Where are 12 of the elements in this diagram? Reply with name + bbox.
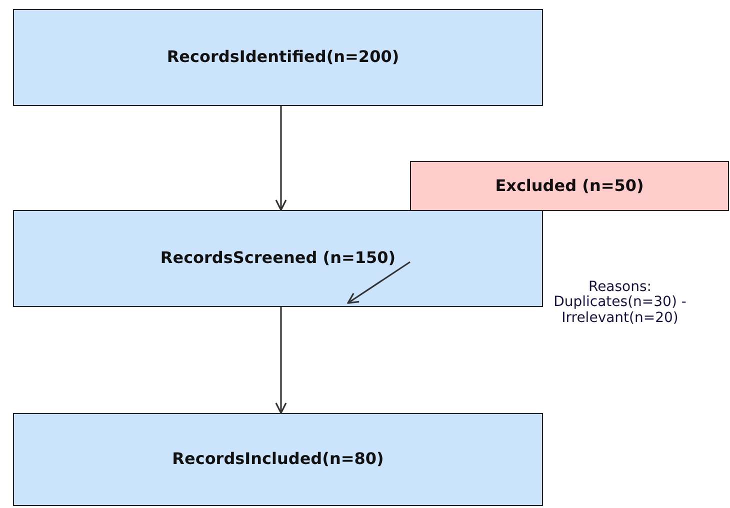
box-label: RecordsIncluded(n=80) <box>172 450 384 469</box>
process-box <box>13 210 543 307</box>
process-box <box>13 9 543 106</box>
arrow <box>347 261 410 304</box>
box-label: Excluded (n=50) <box>495 176 644 196</box>
arrow <box>275 106 287 211</box>
process-box <box>13 413 543 506</box>
exclusion-box <box>410 161 729 211</box>
arrow <box>275 307 287 414</box>
note-text: Reasons: Duplicates(n=30) - Irrelevant(n=20) <box>552 280 688 326</box>
box-label: RecordsIdentified(n=200) <box>166 48 400 67</box>
box-label: RecordsScreened (n=150) <box>160 249 396 268</box>
